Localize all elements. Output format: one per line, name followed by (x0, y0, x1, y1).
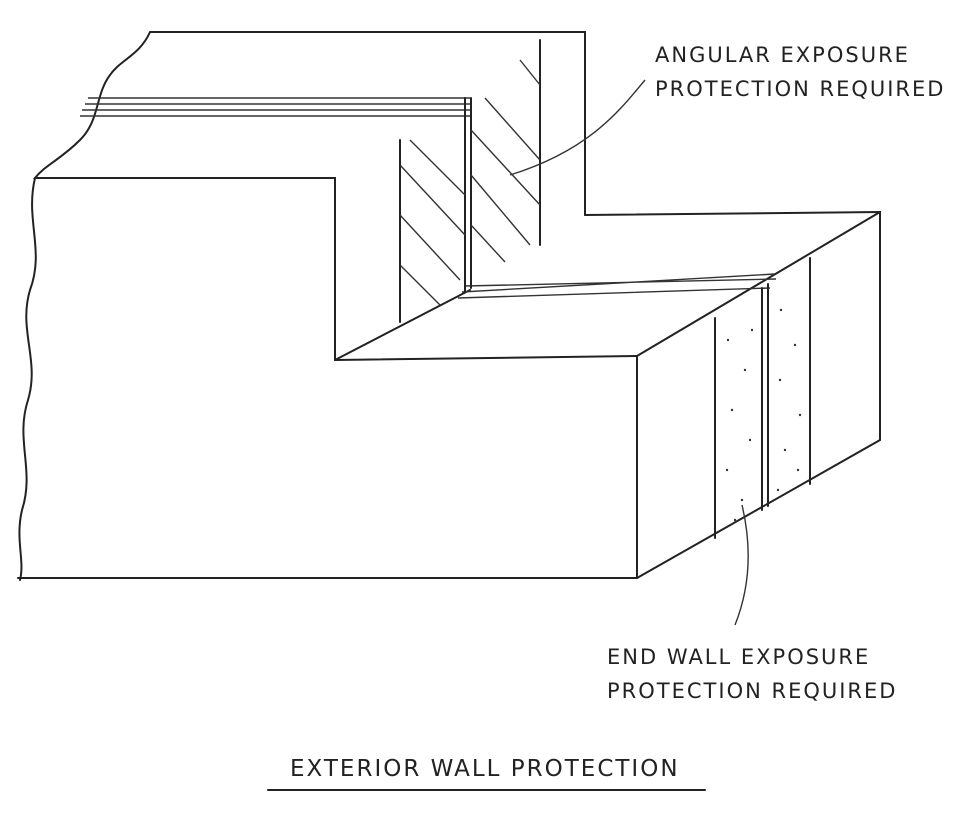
angular-exposure-hatch (399, 39, 541, 323)
angular-leader (509, 79, 646, 176)
angular-exposure-label: ANGULAR EXPOSURE PROTECTION REQUIRED (655, 38, 945, 106)
wavy-left-edge (18, 177, 37, 581)
roof-lines-lower (457, 273, 777, 299)
roof-lines-upper (80, 97, 470, 117)
end-wall-leader (734, 504, 749, 626)
upper-block-outline (32, 31, 586, 361)
label-line: PROTECTION REQUIRED (655, 77, 946, 101)
step-face (334, 210, 881, 579)
end-wall-exposure-band (714, 257, 811, 539)
diagram-title: EXTERIOR WALL PROTECTION (290, 756, 680, 782)
label-line: END WALL EXPOSURE (607, 645, 871, 669)
end-wall-exposure-label: END WALL EXPOSURE PROTECTION REQUIRED (607, 640, 897, 708)
label-line: PROTECTION REQUIRED (607, 679, 898, 703)
lower-block-front (17, 354, 638, 579)
label-line: ANGULAR EXPOSURE (655, 43, 910, 67)
